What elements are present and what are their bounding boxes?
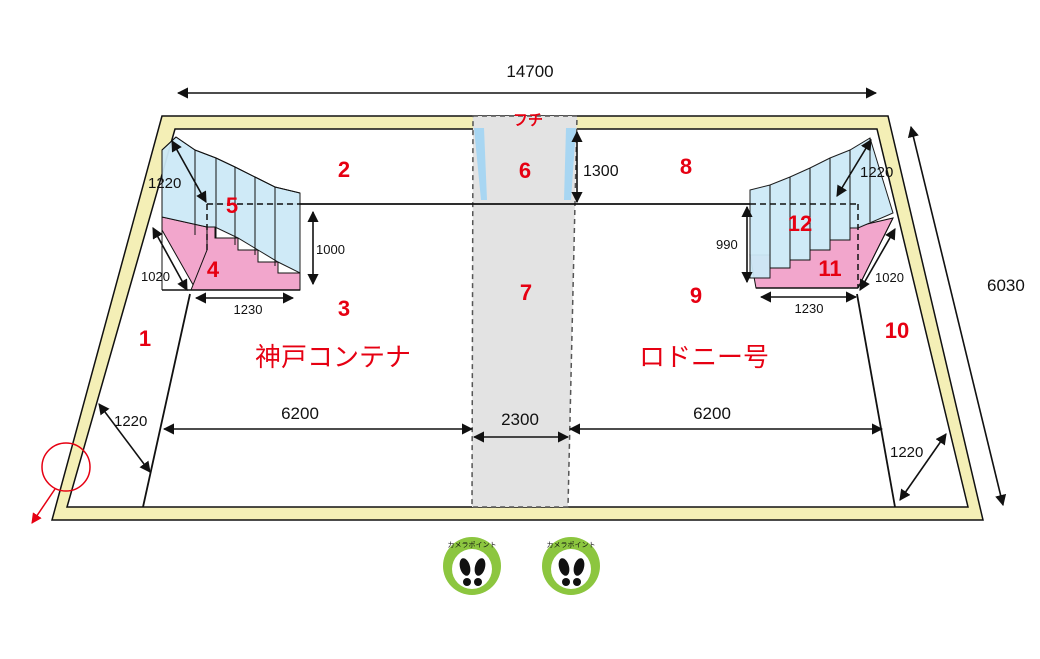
aisle-blue-left: [474, 128, 487, 200]
dim-side-left-upper: 1220: [148, 175, 181, 192]
dim-stage-right-depth: 1020: [875, 270, 904, 285]
dim-stage-left-width: 1230: [234, 302, 263, 317]
dim-center-rear: 1300: [583, 163, 619, 180]
zone-right-name: ロドニー号: [639, 343, 769, 373]
area-7: 7: [520, 280, 532, 305]
dim-stage-left-height: 1000: [316, 242, 345, 257]
dim-side-right-lower: 1220: [890, 444, 923, 461]
dim-left-width: 6200: [281, 404, 319, 423]
area-9: 9: [690, 283, 702, 308]
area-2: 2: [338, 157, 350, 182]
zone-left-name: 神戸コンテナ: [255, 343, 411, 373]
badge-right-label: カメラポイント: [547, 541, 596, 549]
dim-overall-width: 14700: [506, 62, 553, 81]
dim-side-right-upper: 1220: [860, 164, 893, 181]
area-11: 11: [818, 256, 841, 281]
dim-right-width: 6200: [693, 404, 731, 423]
badge-left-label: カメラポイント: [448, 541, 497, 549]
dim-stage-left-depth: 1020: [141, 269, 170, 284]
edge-label: フチ: [513, 112, 543, 129]
area-12: 12: [788, 211, 812, 236]
viewpoint-marker: [31, 442, 91, 524]
dim-stage-right-width: 1230: [795, 301, 824, 316]
left-inner-line: [142, 293, 191, 508]
dim-side-left-lower: 1220: [114, 413, 147, 430]
right-inner-line: [856, 293, 896, 508]
area-1: 1: [139, 326, 151, 351]
area-5: 5: [226, 193, 238, 218]
area-4: 4: [207, 257, 220, 282]
dim-overall-depth: 6030: [987, 276, 1025, 295]
area-6: 6: [519, 158, 531, 183]
area-3: 3: [338, 296, 350, 321]
dimension-arrows: [98, 87, 1007, 507]
area-10: 10: [885, 318, 909, 343]
dim-stage-right-height: 990: [716, 237, 738, 252]
camera-point-badge-left: カメラポイント: [443, 537, 501, 595]
outer-frame: [51, 115, 984, 521]
dim-center-width: 2300: [501, 410, 539, 429]
area-8: 8: [680, 154, 692, 179]
center-aisle: [471, 115, 578, 508]
camera-point-badge-right: カメラポイント: [542, 537, 600, 595]
